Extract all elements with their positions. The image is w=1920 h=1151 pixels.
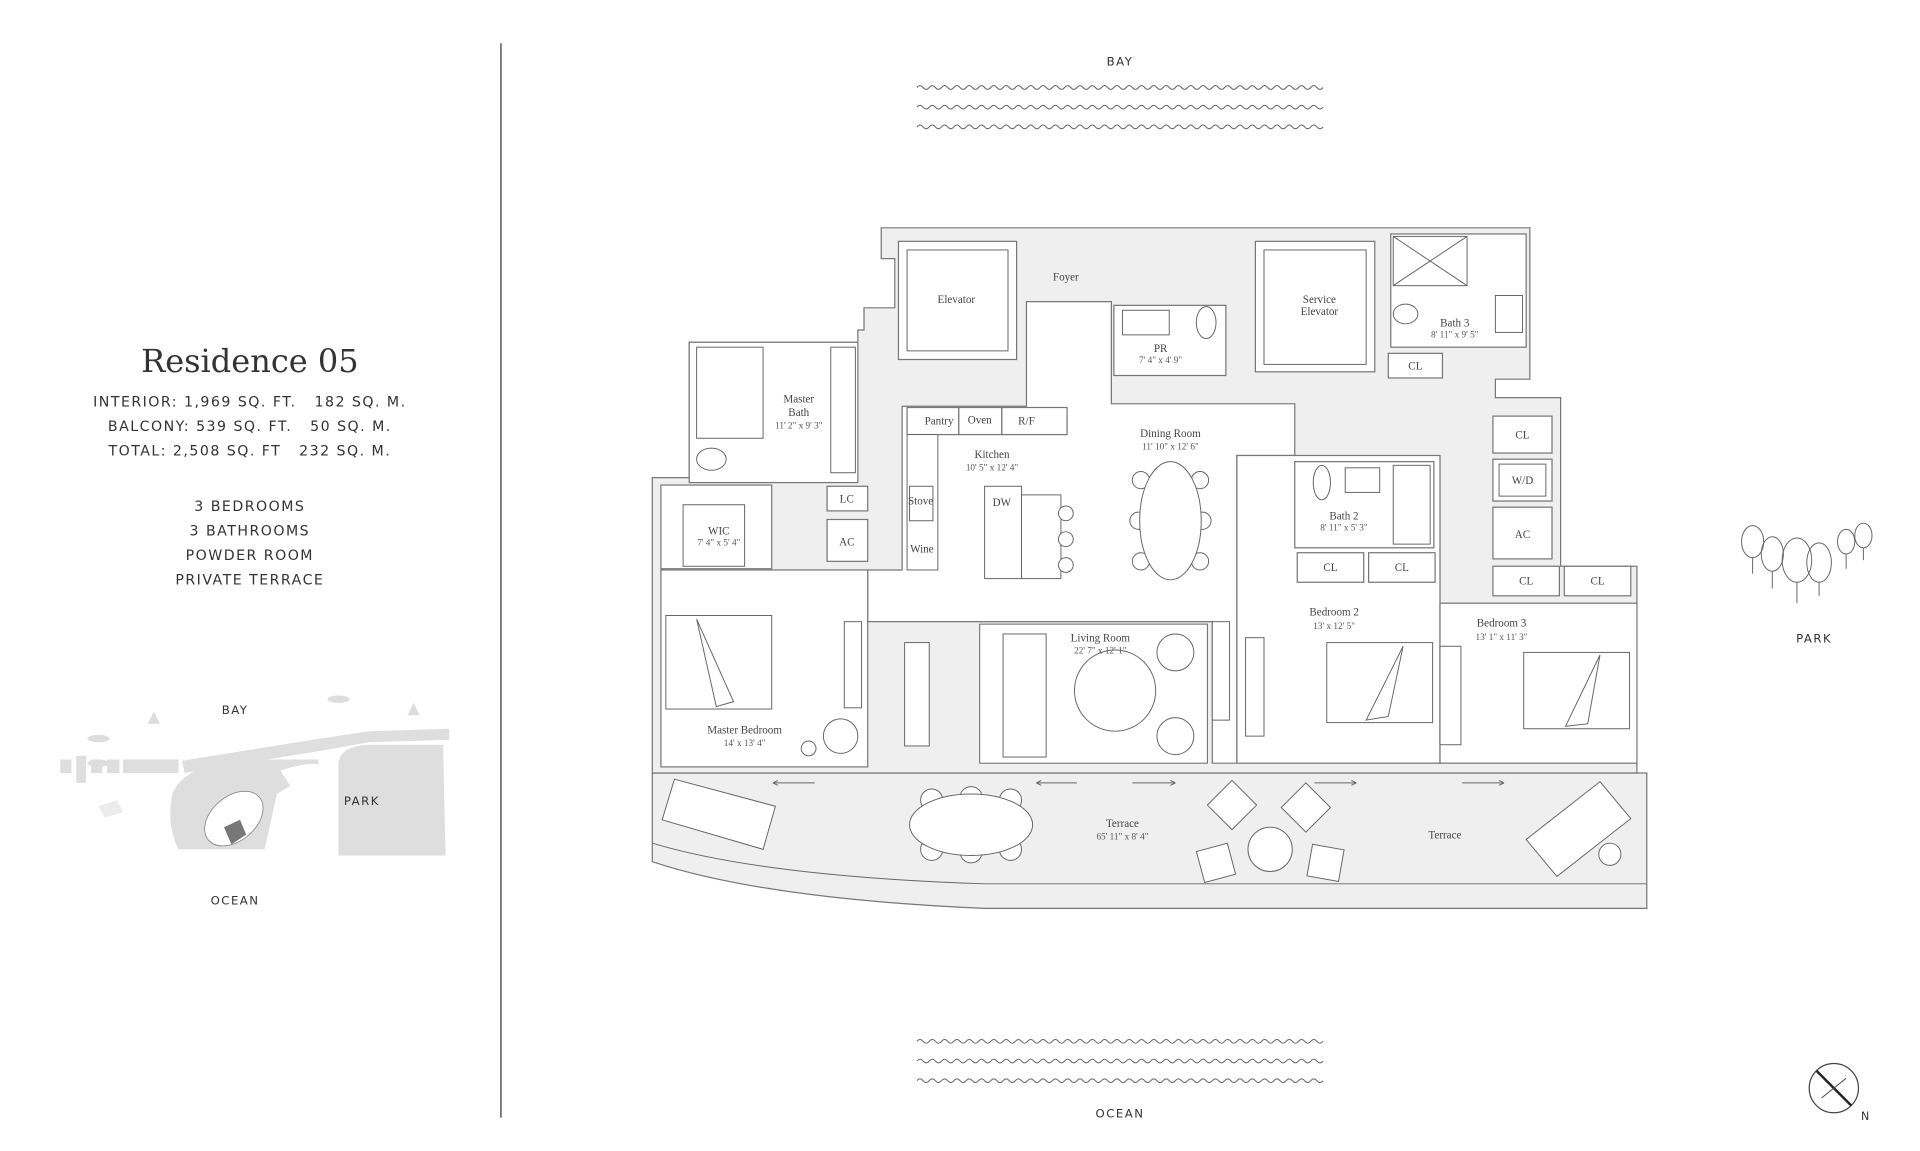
waves-bay-icon: [916, 85, 1324, 130]
residence-info: Residence 05 INTERIOR: 1,969 SQ. FT. 182…: [93, 342, 406, 589]
feature-bedrooms: 3 BEDROOMS: [194, 499, 305, 515]
dim-pr: 7' 4" x 4' 9": [1139, 355, 1182, 365]
label-bedroom2: Bedroom 2: [1309, 607, 1358, 619]
wave-line: [916, 1058, 1324, 1064]
orientation-bay: BAY: [1107, 54, 1134, 68]
floor-plan: Elevator Foyer PR 7' 4" x 4' 9" Service …: [651, 227, 1648, 910]
label-service-elevator-2: Elevator: [1301, 306, 1339, 318]
north-label: N: [1861, 1110, 1871, 1123]
label-elevator: Elevator: [938, 294, 976, 306]
label-dining: Dining Room: [1140, 428, 1201, 440]
label-cl-2: CL: [1395, 562, 1409, 574]
balcony-area: BALCONY: 539 SQ. FT. 50 SQ. M.: [108, 419, 392, 435]
label-stove: Stove: [908, 496, 933, 508]
label-bedroom3: Bedroom 3: [1477, 618, 1527, 630]
label-terrace: Terrace: [1106, 818, 1139, 830]
dim-bath3: 8' 11" x 9' 5": [1431, 329, 1479, 339]
map-label-ocean: OCEAN: [211, 894, 260, 908]
dim-terrace: 65' 11" x 8' 4": [1096, 832, 1148, 842]
label-service-elevator-1: Service: [1303, 294, 1336, 306]
total-area: TOTAL: 2,508 SQ. FT 232 SQ. M.: [107, 444, 391, 460]
label-lc: LC: [840, 493, 854, 505]
location-map: BAY PARK OCEAN: [60, 695, 450, 908]
map-label-bay: BAY: [222, 703, 249, 717]
feature-terrace: PRIVATE TERRACE: [175, 573, 324, 589]
wave-line: [916, 1078, 1324, 1084]
wave-line: [916, 104, 1324, 110]
interior-area: INTERIOR: 1,969 SQ. FT. 182 SQ. M.: [93, 394, 406, 410]
dim-master-bath: 11' 2" x 9' 3": [775, 420, 823, 430]
label-cl-1: CL: [1323, 562, 1337, 574]
orientation-ocean: OCEAN: [1096, 1107, 1145, 1121]
wave-line: [916, 85, 1324, 90]
label-cl-3: CL: [1515, 429, 1529, 441]
label-master-bedroom: Master Bedroom: [707, 725, 782, 737]
waves-ocean-icon: [916, 1039, 1324, 1084]
label-cl-4: CL: [1519, 576, 1533, 588]
dim-bedroom2: 13' x 12' 5": [1313, 621, 1355, 631]
label-oven: Oven: [968, 415, 992, 427]
wave-line: [916, 1039, 1324, 1044]
label-wd: W/D: [1512, 475, 1534, 487]
label-wine: Wine: [910, 544, 934, 556]
dim-living: 22' 7" x 12' 1": [1074, 646, 1127, 656]
terrace-area: [651, 772, 1648, 910]
label-kitchen: Kitchen: [974, 449, 1009, 461]
dim-dining: 11' 10" x 12' 6": [1142, 441, 1199, 451]
label-foyer: Foyer: [1053, 272, 1079, 284]
trees-icon: [1741, 522, 1873, 604]
compass-icon: N: [1808, 1062, 1871, 1123]
residence-title: Residence 05: [141, 342, 358, 380]
dim-kitchen: 10' 5" x 12' 4": [966, 462, 1019, 472]
label-bath3: Bath 3: [1440, 317, 1470, 329]
label-pantry: Pantry: [925, 416, 954, 428]
label-pr: PR: [1154, 343, 1168, 355]
label-rf: R/F: [1018, 416, 1035, 428]
label-dw: DW: [993, 497, 1012, 509]
label-master-bath-1: Master: [783, 394, 814, 406]
label-bath2: Bath 2: [1329, 511, 1358, 523]
feature-powder-room: POWDER ROOM: [186, 548, 314, 564]
label-living: Living Room: [1071, 632, 1131, 644]
dim-bedroom3: 13' 1" x 11' 3": [1476, 632, 1528, 642]
label-wic: WIC: [708, 525, 730, 537]
dim-wic: 7' 4" x 5' 4": [697, 537, 740, 547]
label-master-bath-2: Bath: [788, 407, 809, 419]
map-label-park: PARK: [344, 794, 380, 808]
orientation-park: PARK: [1796, 632, 1832, 646]
wave-line: [916, 124, 1324, 130]
label-cl-bath3: CL: [1408, 360, 1422, 372]
label-ac-1: AC: [839, 536, 854, 548]
feature-bathrooms: 3 BATHROOMS: [190, 524, 311, 540]
label-ac-2: AC: [1515, 529, 1530, 541]
label-cl-5: CL: [1590, 576, 1604, 588]
dim-bath2: 8' 11" x 5' 3": [1320, 523, 1368, 533]
dim-master-bedroom: 14' x 13' 4": [724, 738, 766, 748]
sliding-door-arrows-icon: [772, 779, 1505, 786]
label-terrace-2: Terrace: [1428, 829, 1461, 841]
